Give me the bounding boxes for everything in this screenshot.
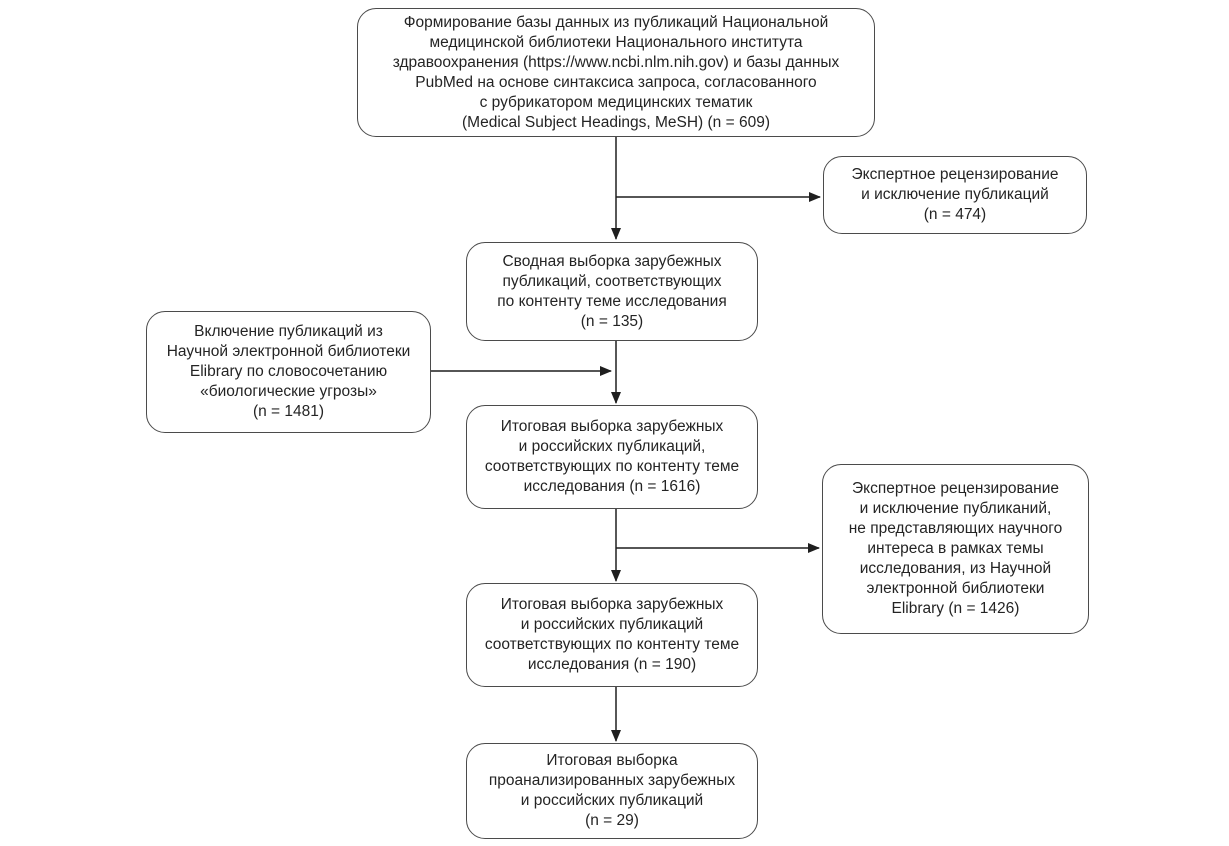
node-source-database: Формирование базы данных из публикаций Н… <box>357 8 875 137</box>
node-final-sample-text: Итоговая выборка зарубежных и российских… <box>484 596 740 673</box>
node-source-database-text: Формирование базы данных из публикаций Н… <box>392 13 840 131</box>
node-expert-exclusion-2-text: Экспертное рецензирование и исключение п… <box>848 480 1063 617</box>
node-combined-sample-text: Итоговая выборка зарубежных и российских… <box>484 418 740 495</box>
node-expert-exclusion-2: Экспертное рецензирование и исключение п… <box>822 464 1089 634</box>
node-foreign-sample-text: Сводная выборка зарубежных публикаций, с… <box>497 252 727 330</box>
node-expert-exclusion-1-text: Экспертное рецензирование и исключение п… <box>851 166 1059 223</box>
node-elibrary-inclusion-text: Включение публикаций из Научной электрон… <box>166 323 411 420</box>
node-analyzed-sample-text: Итоговая выборка проанализированных зару… <box>488 752 736 829</box>
node-analyzed-sample: Итоговая выборка проанализированных зару… <box>466 743 758 839</box>
node-foreign-sample: Сводная выборка зарубежных публикаций, с… <box>466 242 758 341</box>
node-elibrary-inclusion: Включение публикаций из Научной электрон… <box>146 311 431 433</box>
node-combined-sample: Итоговая выборка зарубежных и российских… <box>466 405 758 509</box>
node-expert-exclusion-1: Экспертное рецензирование и исключение п… <box>823 156 1087 234</box>
node-final-sample: Итоговая выборка зарубежных и российских… <box>466 583 758 687</box>
